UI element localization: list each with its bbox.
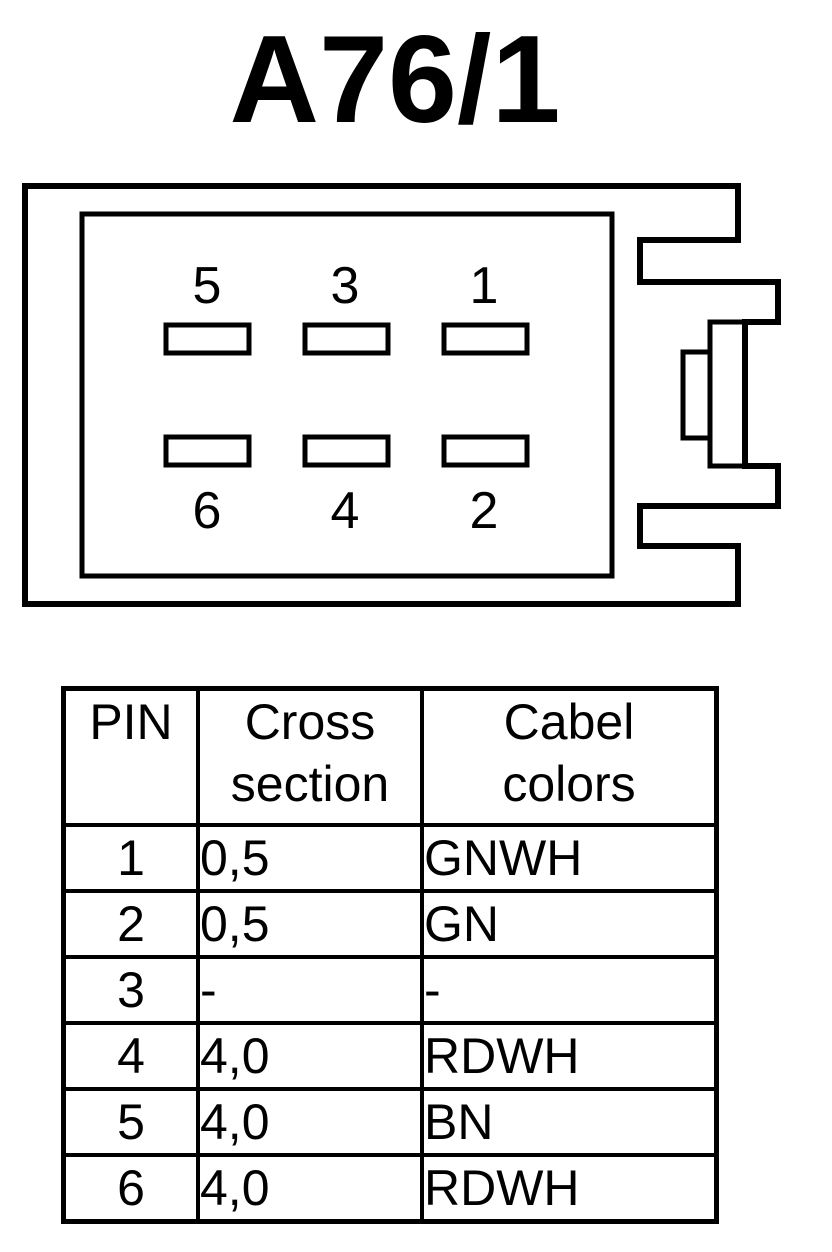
- cell-cable-color: RDWH: [420, 1153, 719, 1224]
- cell-cable-color: BN: [420, 1087, 719, 1157]
- cell-pin: 4: [61, 1021, 200, 1091]
- header-colors-line2: colors: [502, 756, 636, 812]
- cell-cable-color: -: [420, 955, 719, 1025]
- table-header-row: PIN Cross section Cabel colors: [61, 686, 719, 827]
- cell-cable-color: RDWH: [420, 1021, 719, 1091]
- cell-cross-section: 0,5: [196, 889, 424, 959]
- pin-terminal: [441, 434, 530, 468]
- pin-terminal: [302, 434, 391, 468]
- table-row: 1 0,5 GNWH: [61, 823, 719, 893]
- cell-cross-section: 4,0: [196, 1087, 424, 1157]
- connector-title: A76/1: [229, 11, 561, 149]
- latch-detail: [707, 319, 748, 469]
- connector-diagram: 5 3 1 6 4 2: [22, 183, 781, 607]
- table-row: 5 4,0 BN: [61, 1087, 719, 1157]
- connector-housing: [22, 183, 781, 607]
- connector-cavity: [79, 211, 615, 579]
- header-colors-line1: Cabel: [503, 694, 635, 750]
- header-pin: PIN: [61, 686, 200, 827]
- cell-cross-section: 4,0: [196, 1021, 424, 1091]
- pin-label: 4: [331, 482, 360, 540]
- pin-terminal: [163, 322, 252, 356]
- pin-label: 5: [193, 257, 222, 315]
- table-row: 4 4,0 RDWH: [61, 1021, 719, 1091]
- cell-pin: 2: [61, 889, 200, 959]
- pin-label: 2: [470, 482, 499, 540]
- header-cross-section: Cross section: [196, 686, 424, 827]
- cell-cross-section: 0,5: [196, 823, 424, 893]
- pin-terminal: [441, 322, 530, 356]
- table-row: 2 0,5 GN: [61, 889, 719, 959]
- cell-pin: 5: [61, 1087, 200, 1157]
- cell-cable-color: GN: [420, 889, 719, 959]
- cell-pin: 3: [61, 955, 200, 1025]
- pin-table: PIN Cross section Cabel colors 1 0,5 GNW…: [61, 686, 719, 1224]
- pin-terminal: [163, 434, 252, 468]
- cell-pin: 1: [61, 823, 200, 893]
- cell-pin: 6: [61, 1153, 200, 1224]
- cell-cable-color: GNWH: [420, 823, 719, 893]
- header-cable-colors: Cabel colors: [420, 686, 719, 827]
- pin-terminal: [302, 322, 391, 356]
- header-cross-line2: section: [230, 756, 390, 812]
- pin-label: 3: [331, 257, 360, 315]
- table-row: 6 4,0 RDWH: [61, 1153, 719, 1224]
- cell-cross-section: 4,0: [196, 1153, 424, 1224]
- cell-cross-section: -: [196, 955, 424, 1025]
- header-cross-line1: Cross: [244, 694, 376, 750]
- pin-label: 1: [470, 257, 499, 315]
- table-row: 3 - -: [61, 955, 719, 1025]
- latch-tab: [680, 349, 713, 441]
- pin-label: 6: [193, 482, 222, 540]
